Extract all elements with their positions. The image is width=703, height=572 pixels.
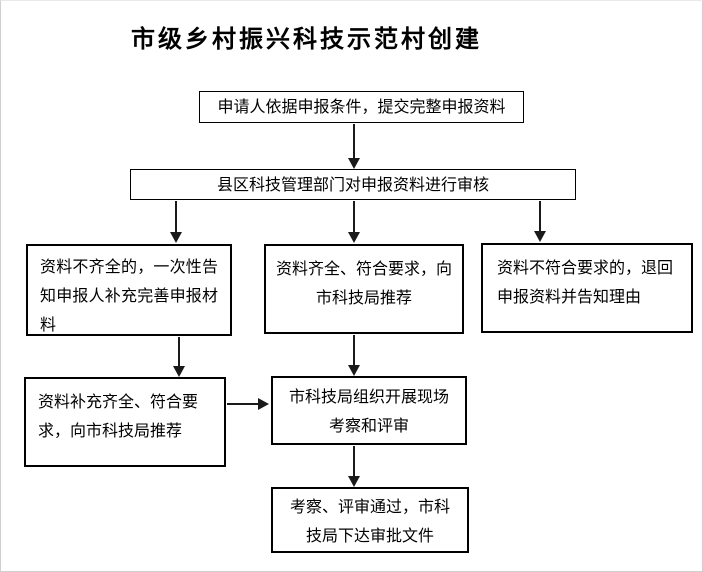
arrow-apply-to-county-review [348,124,360,169]
arrow-down-icon [348,476,360,487]
node-supplemented-recommend: 资料补充齐全、符合要求，向市科技局推荐 [24,377,226,467]
arrow-supplemented-to-site-inspection [227,398,269,410]
arrow-down-icon [348,232,360,243]
arrow-county-review-to-rejected [534,201,546,242]
node-county-review: 县区科技管理部门对申报资料进行审核 [130,169,576,200]
arrow-down-icon [348,158,360,169]
arrow-down-icon [348,365,360,376]
node-site-inspection: 市科技局组织开展现场考察和评审 [271,376,467,445]
arrow-down-icon [173,366,185,377]
arrow-down-icon [534,231,546,242]
node-rejected-return: 资料不符合要求的，退回申报资料并告知理由 [481,243,693,333]
arrow-county-review-to-qualified [348,201,360,243]
arrow-qualified-to-site-inspection [348,335,360,376]
arrow-right-icon [258,398,269,410]
arrow-incomplete-to-supplemented [173,337,185,377]
arrow-site-inspection-to-approval [348,446,360,487]
node-approval-document: 考察、评审通过，市科技局下达审批文件 [271,487,469,553]
page-title: 市级乡村振兴科技示范村创建 [131,25,482,53]
arrow-down-icon [170,232,182,243]
node-apply: 申请人依据申报条件，提交完整申报资料 [199,91,524,123]
node-qualified-recommend: 资料齐全、符合要求，向市科技局推荐 [264,244,464,334]
node-incomplete-materials: 资料不齐全的，一次性告知申报人补充完善申报材料 [26,244,232,336]
arrow-county-review-to-incomplete [170,201,182,243]
